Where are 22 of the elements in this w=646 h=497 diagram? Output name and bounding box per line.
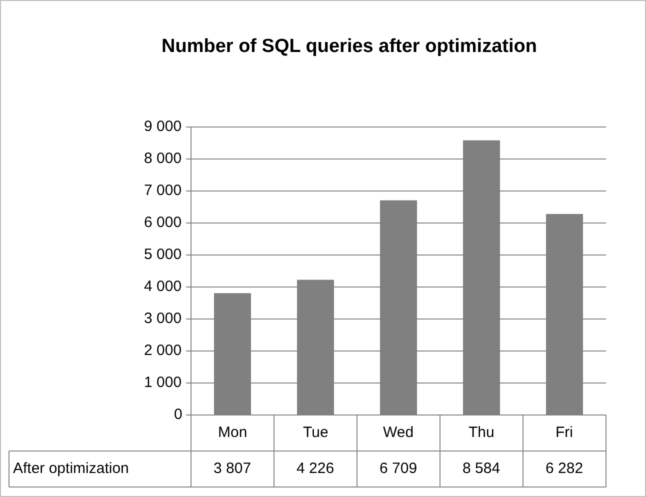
axis-tick-label: 2 000 xyxy=(144,342,182,360)
chart-title: Number of SQL queries after optimization xyxy=(162,38,537,56)
row-header: After optimization xyxy=(13,460,129,478)
table-value: 3 807 xyxy=(214,460,252,478)
category-label: Fri xyxy=(556,424,573,442)
axis-tick-label: 0 xyxy=(174,406,182,424)
table-value: 6 282 xyxy=(546,460,584,478)
table-value: 6 709 xyxy=(380,460,418,478)
table-value: 4 226 xyxy=(296,460,334,478)
category-label: Tue xyxy=(303,424,328,442)
axis-tick-label: 9 000 xyxy=(144,118,182,136)
axis-tick-label: 3 000 xyxy=(144,310,182,328)
axis-tick-label: 5 000 xyxy=(144,246,182,264)
category-label: Wed xyxy=(383,424,414,442)
category-label: Thu xyxy=(468,424,494,442)
axis-tick-label: 1 000 xyxy=(144,374,182,392)
axis-tick-label: 4 000 xyxy=(144,278,182,296)
axis-tick-label: 8 000 xyxy=(144,150,182,168)
axis-tick-label: 7 000 xyxy=(144,182,182,200)
axis-tick-label: 6 000 xyxy=(144,214,182,232)
table-value: 8 584 xyxy=(462,460,500,478)
category-label: Mon xyxy=(218,424,248,442)
